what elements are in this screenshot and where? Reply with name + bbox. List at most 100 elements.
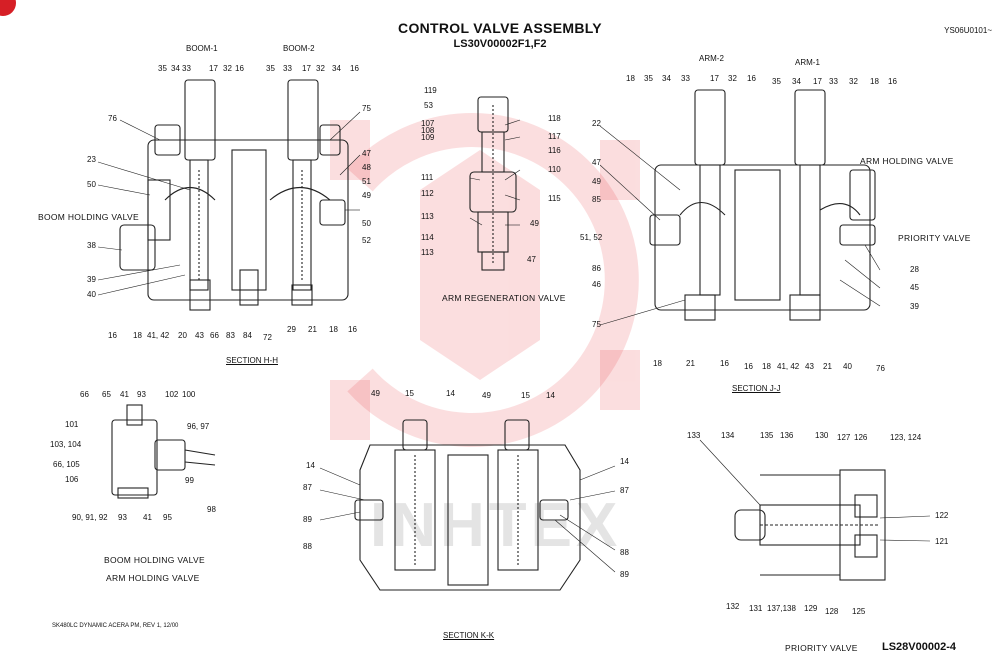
- callout: 21: [686, 359, 695, 368]
- callout: 95: [163, 513, 172, 522]
- section-hh-title: SECTION H-H: [226, 356, 278, 365]
- label-priority-valve: PRIORITY VALVE: [898, 233, 971, 243]
- callout: 126: [854, 433, 868, 442]
- callout: 106: [65, 475, 79, 484]
- callout: 65: [102, 390, 111, 399]
- callout: 114: [421, 233, 434, 242]
- callout: 29: [287, 325, 296, 334]
- page-subtitle: LS30V00002F1,F2: [453, 38, 547, 50]
- callout: 99: [185, 476, 194, 485]
- callout: 100: [182, 390, 196, 399]
- label-arm-regeneration-valve: ARM REGENERATION VALVE: [442, 293, 566, 303]
- callout: 48: [362, 163, 371, 172]
- callout: 128: [825, 607, 839, 616]
- callout: 16: [720, 359, 729, 368]
- callout: 116: [548, 146, 561, 155]
- section-jj-title: SECTION J-J: [732, 384, 781, 393]
- callout: 122: [935, 511, 949, 520]
- callout: 75: [362, 104, 371, 113]
- callout: 121: [935, 537, 949, 546]
- callout: 111: [421, 173, 434, 182]
- callout: 130: [815, 431, 829, 440]
- callout: 39: [910, 302, 919, 311]
- callout: 47: [592, 158, 601, 167]
- callout: 76: [108, 114, 117, 123]
- section-hh-body: [119, 79, 349, 311]
- callout: 18: [133, 331, 142, 340]
- callout: 101: [65, 420, 79, 429]
- callout: 18: [762, 362, 771, 371]
- callout: 21: [823, 362, 832, 371]
- section-kk-title: SECTION K-K: [443, 631, 495, 640]
- callout: 135: [760, 431, 774, 440]
- callout: 118: [548, 114, 561, 123]
- callout: 35: [158, 64, 167, 73]
- callout: 115: [548, 194, 561, 203]
- callout: 33: [681, 74, 690, 83]
- callout: 17: [813, 77, 822, 86]
- callout: 28: [910, 265, 919, 274]
- callout: 127: [837, 433, 851, 442]
- callout: 53: [424, 101, 433, 110]
- callout: 14: [446, 389, 455, 398]
- callout: 14: [306, 461, 315, 470]
- callout: 40: [87, 290, 96, 299]
- callout: 16: [888, 77, 897, 86]
- callout: 131: [749, 604, 763, 613]
- callout: 21: [308, 325, 317, 334]
- label-arm-holding-valve-2: ARM HOLDING VALVE: [106, 573, 200, 583]
- callout: 17: [710, 74, 719, 83]
- callout: 133: [687, 431, 701, 440]
- document-id: YS06U0101~: [944, 26, 992, 35]
- callout: 98: [207, 505, 216, 514]
- callout: 84: [243, 331, 252, 340]
- label-boom2: BOOM-2: [283, 44, 315, 53]
- callout: 49: [530, 219, 539, 228]
- callout: 117: [548, 132, 561, 141]
- section-jj-body: [649, 89, 876, 321]
- callout: 41, 42: [147, 331, 170, 340]
- callout: 43: [195, 331, 204, 340]
- callout: 90, 91, 92: [72, 513, 108, 522]
- callout: 32: [728, 74, 737, 83]
- callout: 16: [747, 74, 756, 83]
- callout: 22: [592, 119, 601, 128]
- callout: 41: [120, 390, 129, 399]
- callout: 96, 97: [187, 422, 210, 431]
- callout: 85: [592, 195, 601, 204]
- callout: 102: [165, 390, 179, 399]
- callout: 23: [87, 155, 96, 164]
- callout: 87: [620, 486, 629, 495]
- callout: 38: [87, 241, 96, 250]
- callout: 15: [521, 391, 530, 400]
- callout: 16: [348, 325, 357, 334]
- callout: 49: [362, 191, 371, 200]
- callout: 136: [780, 431, 794, 440]
- callout: 34: [171, 64, 180, 73]
- callout: 35: [644, 74, 653, 83]
- callout: 18: [626, 74, 635, 83]
- leader-lines: [97, 111, 931, 573]
- callout: 14: [620, 457, 629, 466]
- callout: 107: [421, 119, 435, 128]
- callout: 113: [421, 212, 434, 221]
- callout: 86: [592, 264, 601, 273]
- callout: 49: [371, 389, 380, 398]
- callout: 16: [350, 64, 359, 73]
- callout: 35: [266, 64, 275, 73]
- callout: 32: [223, 64, 232, 73]
- callout: 49: [482, 391, 491, 400]
- callout: 125: [852, 607, 866, 616]
- label-boom-holding-valve-2: BOOM HOLDING VALVE: [104, 555, 205, 565]
- drawing-code: LS28V00002-4: [882, 641, 956, 653]
- callout: 49: [592, 177, 601, 186]
- priority-valve-footer-label: PRIORITY VALVE: [785, 643, 858, 653]
- section-kk-body: [354, 419, 581, 591]
- callout: 35: [772, 77, 781, 86]
- callout: 39: [87, 275, 96, 284]
- callout: 112: [421, 189, 434, 198]
- callout: 89: [620, 570, 629, 579]
- callout: 33: [182, 64, 191, 73]
- callout: 110: [548, 165, 561, 174]
